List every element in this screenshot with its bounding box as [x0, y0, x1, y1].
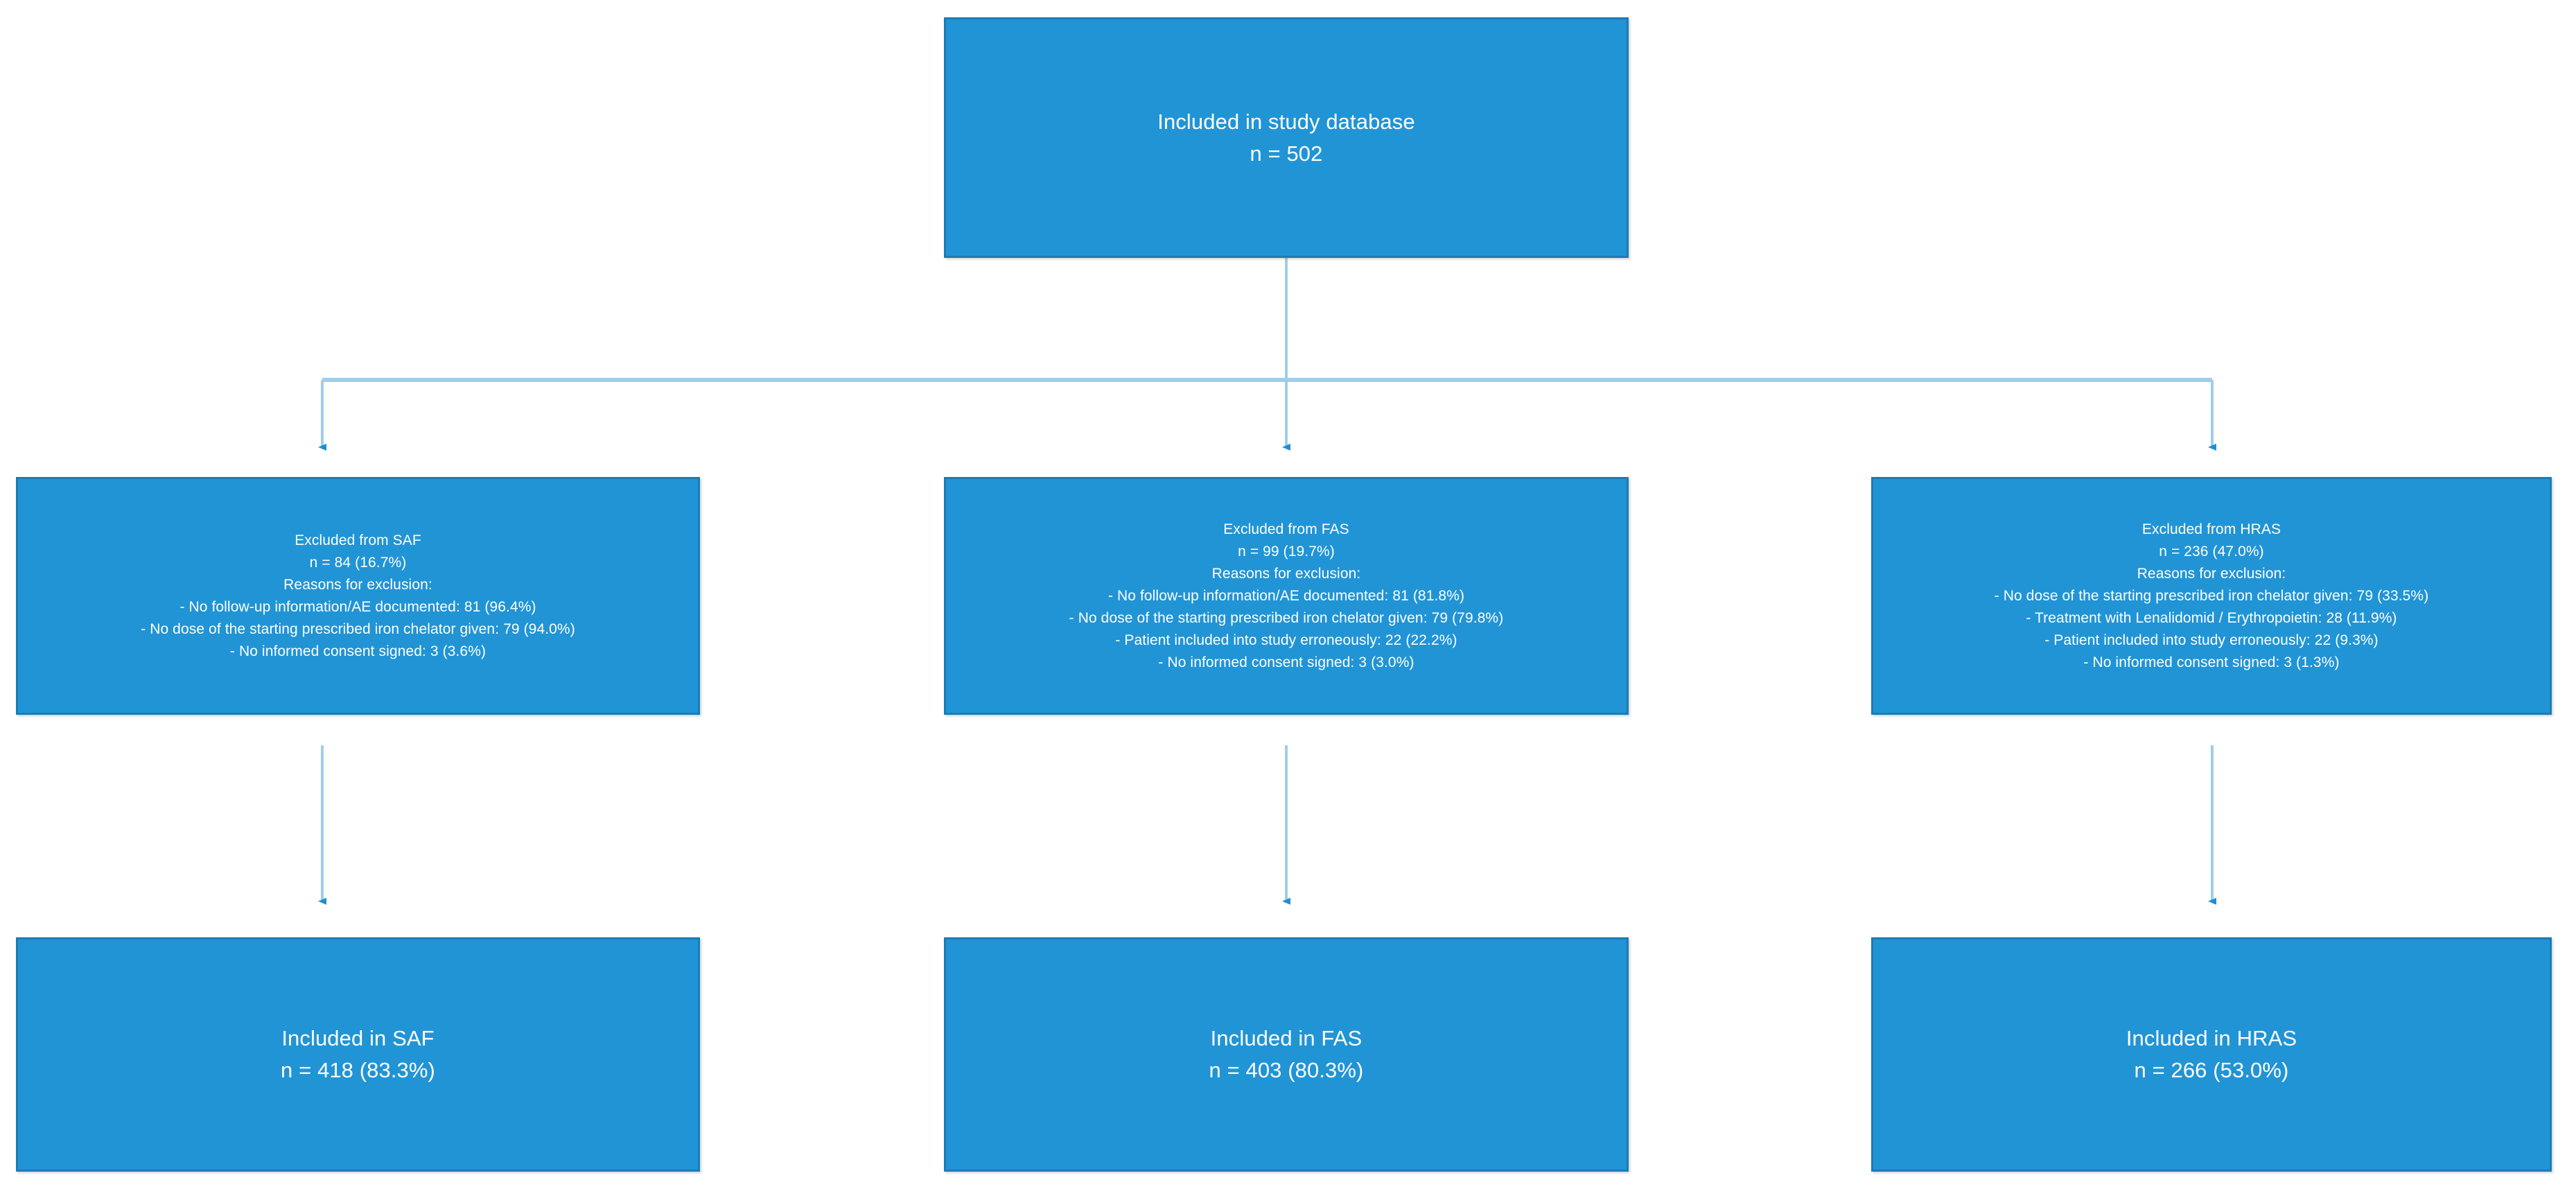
inc-hras-title: Included in HRAS [2126, 1026, 2297, 1050]
node-included-in-fas: Included in FAS n = 403 (80.3%) [944, 937, 1629, 1172]
excl-saf-reason-3: - No informed consent signed: 3 (3.6%) [229, 643, 487, 659]
excl-saf-count: n = 84 (16.7%) [309, 554, 407, 571]
excl-hras-count: n = 236 (47.0%) [2159, 543, 2264, 559]
excl-hras-reason-2: - Treatment with Lenalidomid / Erythropo… [2026, 609, 2397, 626]
excl-hras-reasons-label: Reasons for exclusion: [2137, 565, 2286, 582]
excl-fas-title: Excluded from FAS [1223, 521, 1349, 537]
excl-hras-title: Excluded from HRAS [2141, 521, 2281, 537]
excl-fas-reasons-label: Reasons for exclusion: [1211, 565, 1361, 582]
excl-saf-reasons-label: Reasons for exclusion: [283, 576, 432, 593]
inc-saf-title: Included in SAF [281, 1026, 435, 1050]
excl-saf-title: Excluded from SAF [295, 532, 421, 548]
excl-fas-reason-3: - Patient included into study erroneousl… [1115, 632, 1457, 648]
excl-fas-reason-1: - No follow-up information/AE documented… [1107, 587, 1465, 604]
inc-saf-count: n = 418 (83.3%) [281, 1058, 435, 1082]
excl-fas-count: n = 99 (19.7%) [1238, 543, 1335, 559]
excl-saf-reason-2: - No dose of the starting prescribed iro… [141, 620, 575, 637]
excl-saf-reason-1: - No follow-up information/AE documented… [179, 598, 536, 615]
node-included-in-saf: Included in SAF n = 418 (83.3%) [16, 937, 700, 1172]
node-included-in-hras: Included in HRAS n = 266 (53.0%) [1871, 937, 2552, 1172]
inc-fas-count: n = 403 (80.3%) [1209, 1058, 1364, 1082]
node-excluded-from-fas: Excluded from FAS n = 99 (19.7%) Reasons… [944, 477, 1629, 715]
excl-fas-reason-4: - No informed consent signed: 3 (3.0%) [1158, 654, 1414, 670]
excl-fas-reason-2: - No dose of the starting prescribed iro… [1069, 609, 1504, 626]
node-excluded-from-hras: Excluded from HRAS n = 236 (47.0%) Reaso… [1871, 477, 2552, 715]
excl-hras-reason-4: - No informed consent signed: 3 (1.3%) [2083, 654, 2340, 670]
excl-hras-reason-3: - Patient included into study erroneousl… [2044, 632, 2378, 648]
inc-fas-title: Included in FAS [1210, 1026, 1363, 1050]
node-top-line-1: Included in study database [1157, 109, 1415, 134]
node-excluded-from-saf: Excluded from SAF n = 84 (16.7%) Reasons… [16, 477, 700, 715]
inc-hras-count: n = 266 (53.0%) [2134, 1058, 2289, 1082]
excl-hras-reason-1: - No dose of the starting prescribed iro… [1994, 587, 2429, 604]
node-included-in-study-database: Included in study database n = 502 [944, 17, 1629, 258]
node-top-line-2: n = 502 [1250, 141, 1323, 166]
